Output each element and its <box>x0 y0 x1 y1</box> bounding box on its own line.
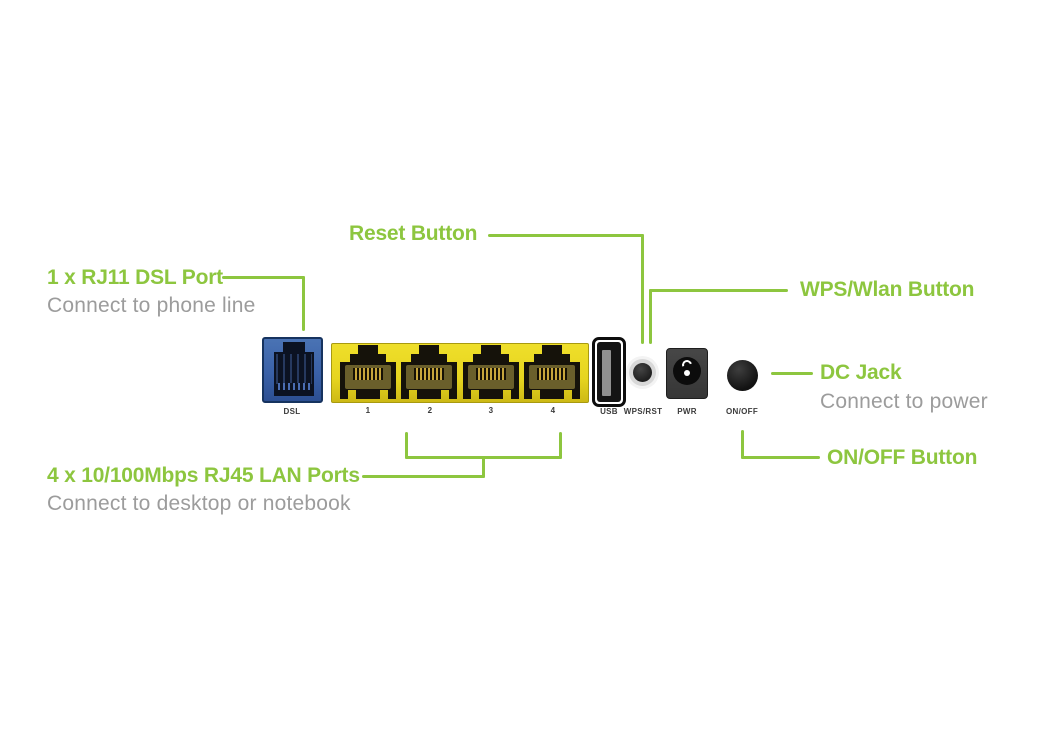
lan-ports-sublabel: Connect to desktop or notebook <box>47 492 351 515</box>
usb-port-text: USB <box>600 407 618 416</box>
onoff-callout-line-h <box>741 456 820 459</box>
dc-jack-sublabel: Connect to power <box>820 390 988 413</box>
rj45-pins <box>476 368 506 380</box>
dsl-callout-line-v <box>302 276 305 331</box>
dc-jack-callout-line-h <box>771 372 813 375</box>
dsl-port-sublabel: Connect to phone line <box>47 294 256 317</box>
rj45-pins <box>414 368 444 380</box>
reset-callout-line-h <box>488 234 644 237</box>
wps-callout-line-h <box>649 289 788 292</box>
reset-callout-line-v <box>641 234 644 344</box>
onoff-port-text: ON/OFF <box>725 407 759 416</box>
dc-jack-pin <box>684 370 690 376</box>
rj45-pins <box>537 368 567 380</box>
dc-jack-barrel <box>673 357 701 385</box>
rj11-plug-body <box>274 352 314 396</box>
usb-tongue <box>602 350 611 396</box>
rj11-plug-tab <box>283 342 305 354</box>
lan-callout-line-h <box>362 475 485 478</box>
rj45-pins <box>353 368 383 380</box>
lan-ports-label: 4 x 10/100Mbps RJ45 LAN Ports <box>47 464 360 487</box>
lan-bracket-line-drop <box>482 456 485 478</box>
wps-wlan-button-label: WPS/Wlan Button <box>800 278 975 301</box>
lan-bracket-line-right <box>559 432 562 459</box>
pwr-dc-jack <box>666 348 708 399</box>
lan2-port-text: 2 <box>427 406 433 415</box>
lan-port-4 <box>524 345 580 399</box>
onoff-callout-line-v <box>741 430 744 459</box>
lan4-port-text: 4 <box>550 406 556 415</box>
wps-rst-button-cap <box>633 363 652 382</box>
dsl-rj11-port <box>262 337 323 403</box>
dc-jack-label: DC Jack <box>820 361 902 384</box>
wps-callout-line-v <box>649 289 652 344</box>
lan-bracket-line-left <box>405 432 408 459</box>
usb-port <box>592 337 626 407</box>
dsl-callout-line-h <box>222 276 305 279</box>
rj11-pins <box>278 383 310 390</box>
dsl-port-label: 1 x RJ11 DSL Port <box>47 266 223 289</box>
wps-rst-button <box>629 359 656 386</box>
pwr-port-text: PWR <box>677 407 697 416</box>
lan1-port-text: 1 <box>365 406 371 415</box>
wps-rst-port-text: WPS/RST <box>623 407 663 416</box>
dsl-port-text: DSL <box>283 407 301 416</box>
reset-button-label: Reset Button <box>349 222 478 245</box>
onoff-button-label: ON/OFF Button <box>827 446 978 469</box>
usb-slot <box>597 342 621 402</box>
lan3-port-text: 3 <box>488 406 494 415</box>
onoff-button <box>727 360 758 391</box>
